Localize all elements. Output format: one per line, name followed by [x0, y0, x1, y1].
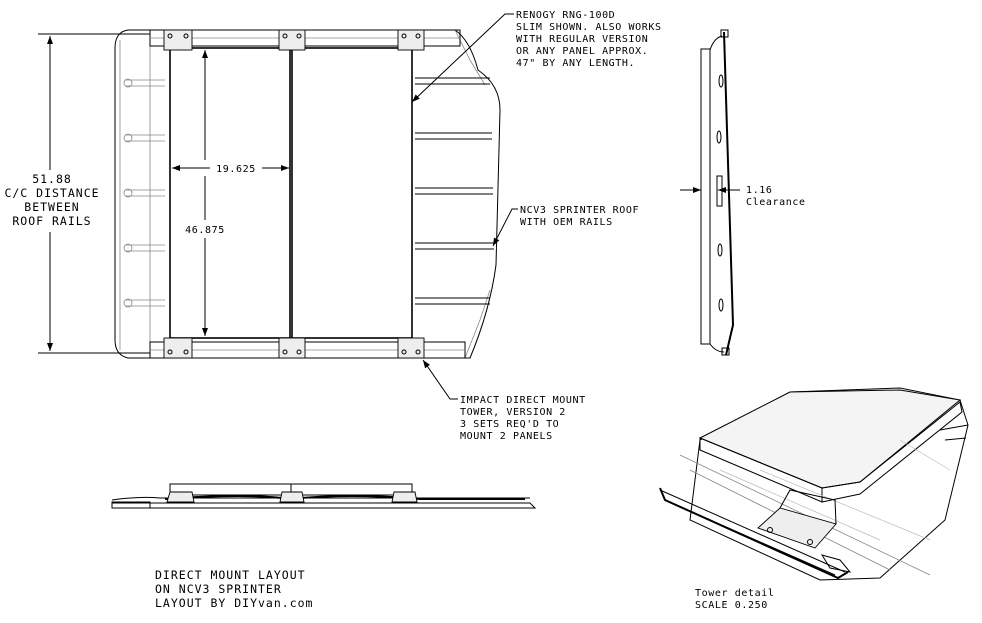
panel-length-value: 46.875: [185, 225, 225, 236]
roof-outline: [114, 29, 501, 359]
detail-scale: SCALE 0.250: [695, 600, 768, 611]
rail-distance-label: BETWEEN: [24, 200, 79, 214]
rail-distance-value: 51.88: [32, 172, 72, 186]
callout-text: IMPACT DIRECT MOUNT: [460, 395, 586, 406]
callout-text: 47" BY ANY LENGTH.: [516, 58, 635, 69]
roof-ribs-left: [123, 78, 165, 308]
title-line: DIRECT MOUNT LAYOUT: [155, 568, 306, 582]
mount-towers: [163, 29, 425, 359]
dimension-panel-width: 19.625: [172, 164, 289, 175]
solar-panel-1: [169, 47, 291, 339]
callout-text: 3 SETS REQ'D TO: [460, 419, 559, 430]
title-line: ON NCV3 SPRINTER: [155, 582, 282, 596]
solar-panel-2: [291, 47, 413, 339]
front-view: [111, 483, 537, 509]
callout-text: NCV3 SPRINTER ROOF: [520, 205, 639, 216]
clearance-value: 1.16: [746, 185, 772, 196]
callout-text: MOUNT 2 PANELS: [460, 431, 553, 442]
roof-ribs-right: [415, 77, 494, 305]
callout-text: WITH OEM RAILS: [520, 217, 613, 228]
rail-distance-label: ROOF RAILS: [12, 214, 91, 228]
side-view: 1.16 Clearance: [680, 29, 806, 356]
detail-title: Tower detail: [695, 588, 774, 599]
tower-detail-view: Tower detail SCALE 0.250: [659, 387, 969, 611]
top-view: [114, 29, 501, 359]
title-line: LAYOUT BY DIYvan.com: [155, 596, 313, 610]
rail-distance-label: C/C DISTANCE: [4, 186, 99, 200]
dimension-panel-length: 46.875: [185, 50, 225, 336]
callout-text: RENOGY RNG-100D: [516, 10, 615, 21]
callout-tower: IMPACT DIRECT MOUNT TOWER, VERSION 2 3 S…: [422, 359, 586, 442]
callout-panel: RENOGY RNG-100D SLIM SHOWN. ALSO WORKS W…: [411, 10, 662, 103]
callout-text: OR ANY PANEL APPROX.: [516, 46, 648, 57]
title-block: DIRECT MOUNT LAYOUT ON NCV3 SPRINTER LAY…: [155, 568, 313, 610]
callout-roof: NCV3 SPRINTER ROOF WITH OEM RAILS: [492, 205, 639, 247]
callout-text: SLIM SHOWN. ALSO WORKS: [516, 22, 662, 33]
callout-text: WITH REGULAR VERSION: [516, 34, 648, 45]
dimension-rail-distance: 51.88 C/C DISTANCE BETWEEN ROOF RAILS: [4, 33, 150, 354]
panel-width-value: 19.625: [216, 164, 256, 175]
clearance-label: Clearance: [746, 197, 806, 208]
callout-text: TOWER, VERSION 2: [460, 407, 566, 418]
